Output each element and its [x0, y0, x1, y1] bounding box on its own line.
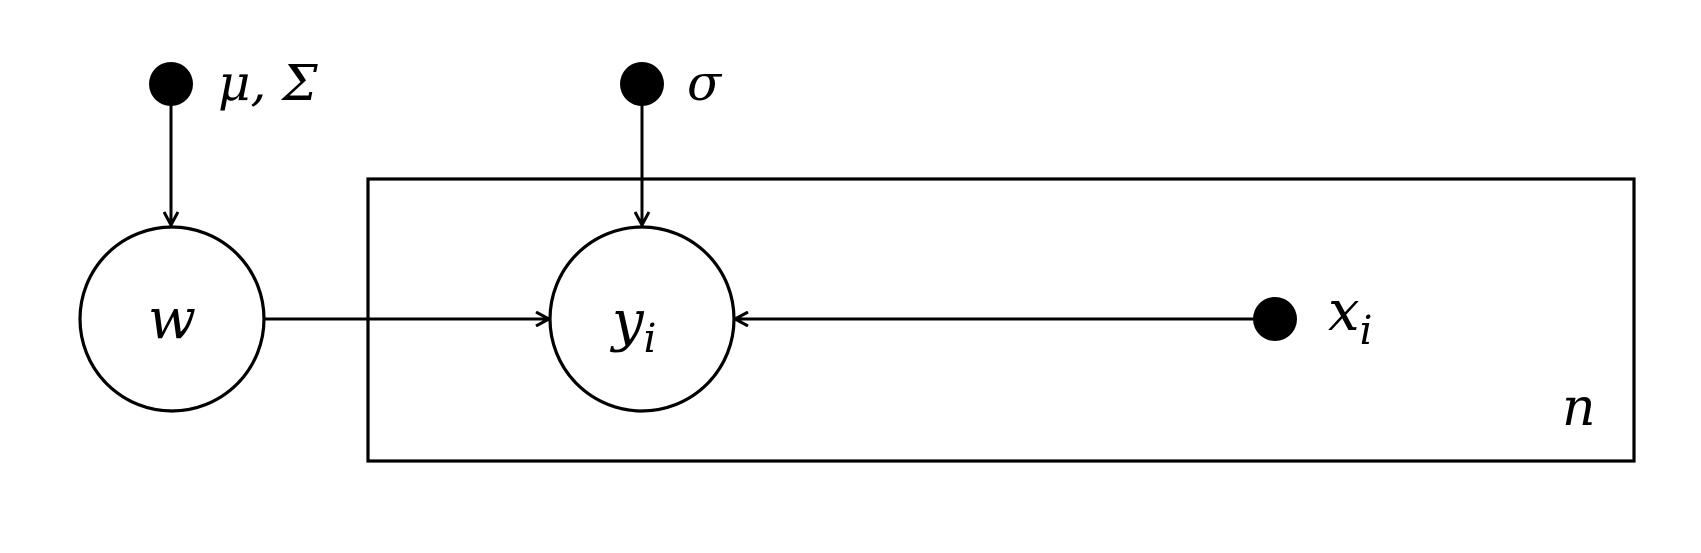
w-label: w [148, 287, 196, 352]
y-node [548, 225, 736, 413]
y-label: yi [609, 289, 656, 362]
plate-label: n [1562, 378, 1596, 438]
x-label-subscript: i [1360, 308, 1373, 354]
x-dot [1253, 297, 1297, 341]
mu-sigma-dot [149, 62, 193, 106]
y-label-main: y [609, 289, 645, 354]
w-node [78, 225, 266, 413]
sigma-dot [620, 62, 664, 106]
y-label-subscript: i [644, 316, 657, 362]
sigma-label: σ [687, 54, 723, 112]
mu-sigma-label: μ, Σ [218, 54, 318, 112]
x-label: xi [1328, 279, 1372, 354]
x-label-main: x [1328, 279, 1360, 344]
